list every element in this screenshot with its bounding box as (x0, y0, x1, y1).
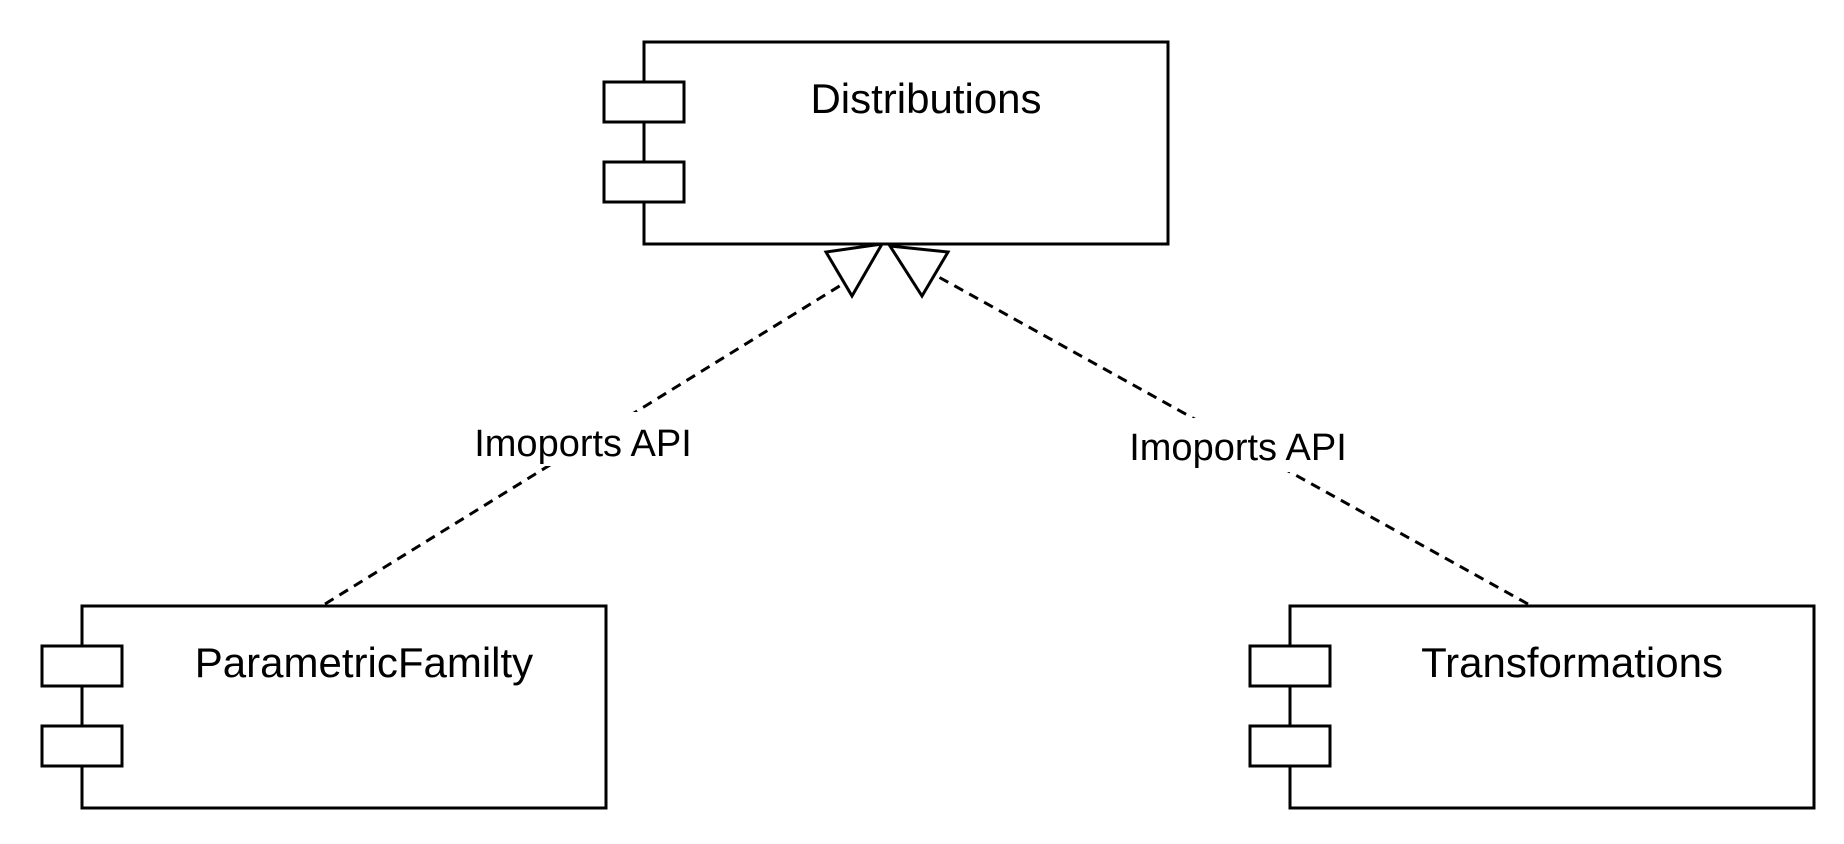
component-tab-icon (40, 724, 124, 768)
component-body (80, 604, 608, 810)
component-distributions[interactable]: Distributions (602, 40, 1170, 246)
edge-label-background (1108, 418, 1376, 472)
component-name: ParametricFamilty (195, 639, 533, 686)
realization-arrowhead-icon (823, 242, 885, 299)
component-parametric-familty[interactable]: ParametricFamilty (40, 604, 608, 810)
edge-transformations-to-distributions: Imoports API (887, 244, 1529, 606)
edge-label-background (452, 412, 720, 466)
component-transformations[interactable]: Transformations (1248, 604, 1816, 810)
component-name: Transformations (1421, 639, 1723, 686)
component-tab-icon (602, 80, 686, 124)
edge-parametric-to-distributions: Imoports API (324, 242, 885, 606)
edge-label: Imoports API (474, 423, 692, 465)
component-name: Distributions (810, 75, 1041, 122)
component-tab-icon (40, 644, 124, 688)
edge-line (934, 273, 1529, 606)
component-body (1288, 604, 1816, 810)
realization-arrowhead-icon (887, 244, 951, 299)
component-body (642, 40, 1170, 246)
edge-label: Imoports API (1129, 427, 1347, 469)
component-tab-icon (602, 160, 686, 204)
component-tab-icon (1248, 724, 1332, 768)
component-tab-icon (1248, 644, 1332, 688)
